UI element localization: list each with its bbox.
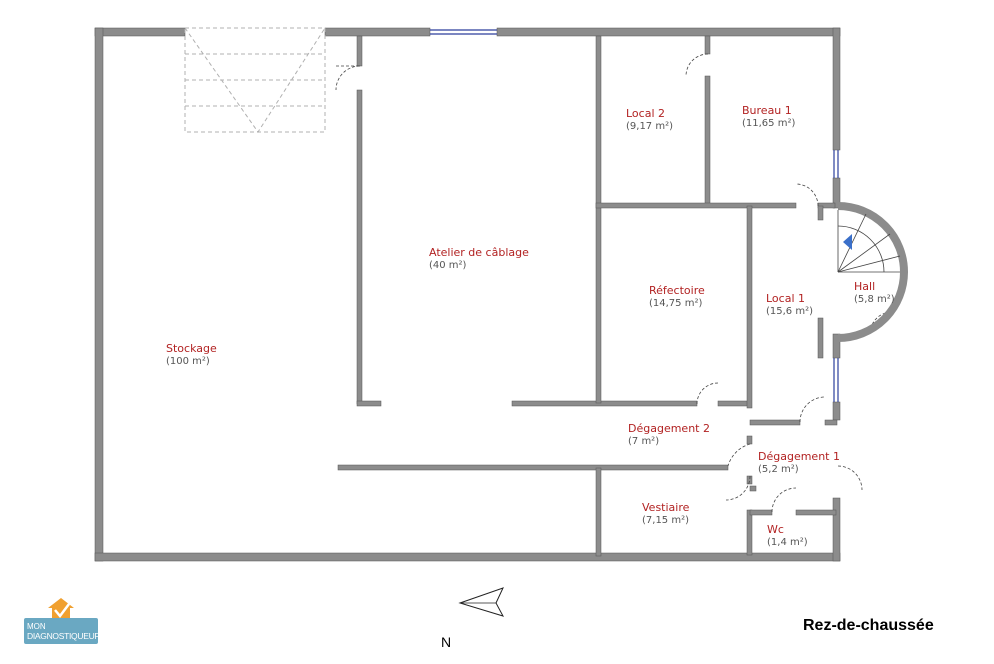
door-swing xyxy=(771,487,797,513)
wall xyxy=(595,202,797,209)
wall xyxy=(749,509,773,516)
stair-curve xyxy=(837,225,885,273)
north-label: N xyxy=(441,634,452,650)
room-name-degagement2: Dégagement 2 xyxy=(628,422,710,435)
wall xyxy=(356,89,363,405)
wall xyxy=(832,333,841,359)
walls xyxy=(94,27,841,562)
wall xyxy=(795,509,837,516)
room-name-local1: Local 1 xyxy=(766,292,805,305)
wall xyxy=(595,467,602,557)
wall xyxy=(704,75,711,207)
wall xyxy=(324,27,431,37)
wall xyxy=(832,27,841,151)
north-arrow-icon xyxy=(458,587,505,617)
wall xyxy=(595,35,602,404)
spiral-wall xyxy=(837,202,908,342)
room-name-wc: Wc xyxy=(767,523,784,536)
wall xyxy=(94,552,841,562)
room-area-degagement1: (5,2 m²) xyxy=(758,464,799,475)
room-area-atelier: (40 m²) xyxy=(429,260,467,271)
wall xyxy=(511,400,698,407)
wall xyxy=(717,400,751,407)
logo: MON DIAGNOSTIQUEUR xyxy=(24,598,101,646)
wall xyxy=(832,177,841,209)
door-swing xyxy=(799,396,826,423)
door-swing xyxy=(335,65,361,91)
room-name-bureau1: Bureau 1 xyxy=(742,104,792,117)
stair-tread xyxy=(837,233,891,273)
room-name-degagement1: Dégagement 1 xyxy=(758,450,840,463)
room-name-stockage: Stockage xyxy=(166,342,217,355)
wall xyxy=(832,401,841,421)
wall xyxy=(746,509,753,556)
room-area-stockage: (100 m²) xyxy=(166,356,210,367)
room-area-wc: (1,4 m²) xyxy=(767,537,808,548)
wall xyxy=(749,485,757,492)
door-swing xyxy=(685,53,709,77)
room-area-local2: (9,17 m²) xyxy=(626,121,673,132)
wall xyxy=(337,464,729,471)
door-swing xyxy=(837,465,863,491)
room-name-vestiaire: Vestiaire xyxy=(642,501,690,514)
room-name-hall: Hall xyxy=(854,280,875,293)
wall xyxy=(94,27,104,562)
checkmark-logo-icon xyxy=(48,598,74,620)
door-swings xyxy=(335,53,893,513)
logo-line1: MON xyxy=(27,622,46,631)
room-name-refectoire: Réfectoire xyxy=(649,284,705,297)
stair-arrow xyxy=(184,27,326,133)
wall xyxy=(824,419,838,426)
room-area-bureau1: (11,65 m²) xyxy=(742,118,795,129)
logo-box xyxy=(24,618,98,644)
windows xyxy=(430,29,839,402)
wall xyxy=(94,27,186,37)
wall xyxy=(817,317,824,359)
door-swing xyxy=(696,382,719,405)
room-area-refectoire: (14,75 m²) xyxy=(649,298,702,309)
level-label: Rez-de-chaussée xyxy=(803,617,934,634)
room-name-atelier: Atelier de câblage xyxy=(429,246,529,259)
door-swing xyxy=(727,443,751,467)
wall xyxy=(746,205,753,409)
wall xyxy=(704,35,711,55)
door-swing xyxy=(795,183,819,207)
wall xyxy=(746,435,753,445)
wall xyxy=(356,400,382,407)
wall xyxy=(356,35,363,67)
wall xyxy=(832,497,841,562)
wall xyxy=(746,475,753,485)
spiral-staircase xyxy=(837,202,908,342)
room-area-degagement2: (7 m²) xyxy=(628,436,659,447)
room-area-local1: (15,6 m²) xyxy=(766,306,813,317)
wall xyxy=(496,27,841,37)
room-labels: Stockage (100 m²) Atelier de câblage (40… xyxy=(166,104,895,548)
logo-line2: DIAGNOSTIQUEUR xyxy=(27,631,101,641)
wall xyxy=(817,205,824,221)
wall xyxy=(749,419,801,426)
room-area-vestiaire: (7,15 m²) xyxy=(642,515,689,526)
room-name-local2: Local 2 xyxy=(626,107,665,120)
staircase xyxy=(184,27,326,133)
room-area-hall: (5,8 m²) xyxy=(854,294,895,305)
stair-tread xyxy=(837,255,901,273)
door-swing xyxy=(725,475,751,501)
stair-direction-icon xyxy=(843,234,852,250)
